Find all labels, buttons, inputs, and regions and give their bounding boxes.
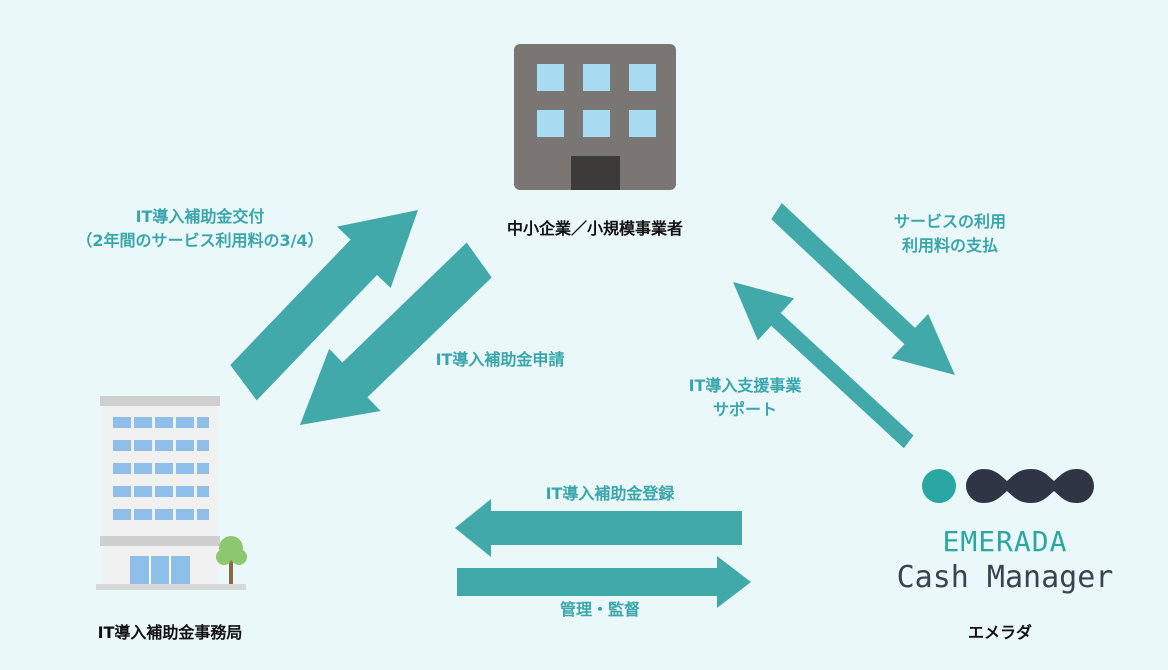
sme-label: 中小企業／小規模事業者 [506,219,683,238]
register-arrow [455,499,742,557]
sme-building-icon [514,44,676,190]
grant-arrow [230,210,418,401]
grant-label-line2: （2年間のサービス利用料の3/4） [76,231,324,250]
support-label: IT導入支援事業 サポート [660,374,830,422]
service-label: サービスの利用 利用料の支払 [870,210,1030,258]
manage-label: 管理・監督 [559,600,640,619]
manage-arrow [457,556,751,608]
grant-label-line1: IT導入補助金交付 [135,207,265,226]
grant-label: IT導入補助金交付 （2年間のサービス利用料の3/4） [40,205,360,253]
service-label-line1: サービスの利用 [893,212,1006,231]
support-label-line1: IT導入支援事業 [688,376,802,395]
support-label-line2: サポート [712,400,777,419]
logo-emerada-text: EMERADA [942,525,1068,558]
office-building-icon [96,396,247,590]
emerada-logo-icon [922,469,1094,503]
logo-cash-manager-text: Cash Manager [896,560,1114,595]
apply-label: IT導入補助金申請 [435,350,565,369]
support-arrow [733,282,914,449]
emerada-label: エメラダ [967,623,1032,642]
office-label: IT導入補助金事務局 [97,623,243,642]
service-arrow [771,203,955,375]
register-label: IT導入補助金登録 [545,484,675,503]
service-label-line2: 利用料の支払 [901,236,998,255]
apply-arrow [300,242,492,425]
